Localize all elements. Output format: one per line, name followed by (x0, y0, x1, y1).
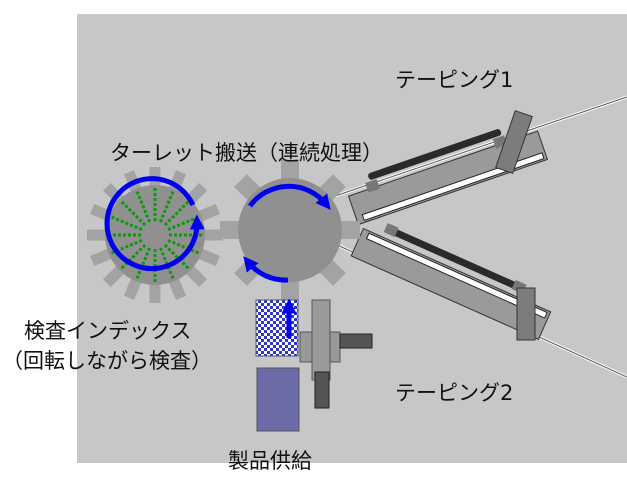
taping-1-label: テーピング1 (395, 68, 514, 92)
inspection-spoke (163, 199, 191, 227)
inspection-label-line2: （回転しながら検査） (2, 349, 212, 373)
supply-bar-down (314, 371, 330, 409)
inspection-spoke (167, 215, 200, 232)
taping-post-1 (495, 110, 533, 174)
clockwise-arrow-icon (243, 256, 289, 283)
taping-unit-2 (350, 222, 552, 340)
turret-wheel (220, 160, 360, 300)
taping-2-label: テーピング2 (395, 381, 514, 405)
inspection-spoke (167, 238, 200, 255)
supply-label: 製品供給 (228, 449, 312, 473)
inspection-spoke (119, 199, 147, 227)
inspection-spoke (110, 238, 143, 255)
inspection-spoke (135, 247, 152, 280)
supply-bar-right (339, 333, 373, 349)
supply-box (256, 367, 300, 432)
inspection-spoke (163, 243, 191, 271)
turret-label: ターレット搬送（連続処理） (110, 141, 383, 165)
taping-post-2 (516, 287, 536, 341)
inspection-spoke (119, 243, 147, 271)
clockwise-arrow-icon (104, 176, 205, 272)
clockwise-arrow-icon (247, 183, 331, 210)
inspection-spoke (135, 190, 152, 223)
inspection-spoke (158, 190, 175, 223)
supply-bar-vertical (311, 299, 331, 381)
inspection-spoke (110, 215, 143, 232)
taping-unit-1 (347, 129, 549, 226)
inspection-checker (255, 299, 299, 357)
inspection-wheel-tooth (149, 275, 161, 303)
inspection-label-line1: 検査インデックス (24, 319, 192, 343)
